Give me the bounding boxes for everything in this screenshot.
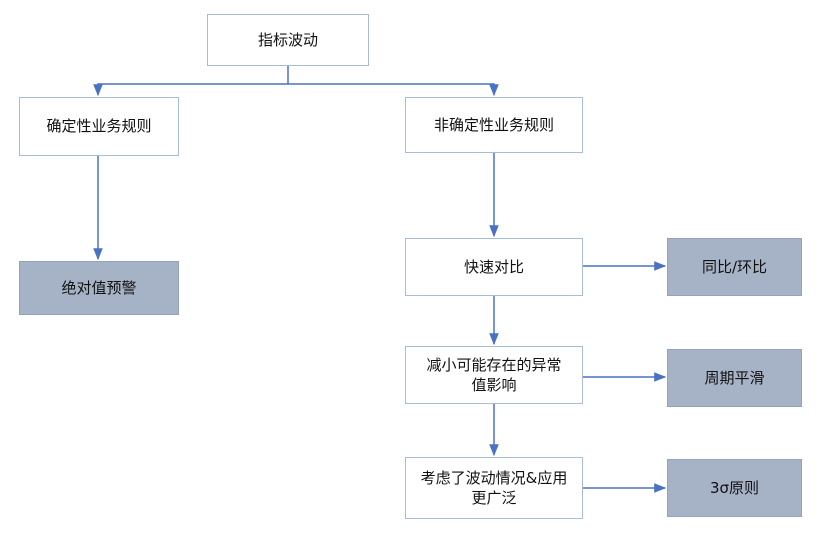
node-non-deterministic[interactable]: 非确定性业务规则	[405, 97, 583, 153]
node-period-smoothing-label: 周期平滑	[704, 368, 765, 387]
node-consider-fluctuation[interactable]: 考虑了波动情况&应用更广泛	[405, 457, 583, 519]
node-root[interactable]: 指标波动	[207, 14, 369, 66]
node-root-label: 指标波动	[257, 30, 318, 49]
node-deterministic[interactable]: 确定性业务规则	[19, 97, 179, 156]
node-reduce-outliers[interactable]: 减小可能存在的异常值影响	[405, 346, 583, 404]
node-deterministic-label: 确定性业务规则	[46, 117, 152, 136]
node-yoy-mom[interactable]: 同比/环比	[667, 238, 802, 296]
node-yoy-mom-label: 同比/环比	[701, 257, 768, 276]
node-absolute-alert-label: 绝对值预警	[61, 278, 137, 297]
node-non-deterministic-label: 非确定性业务规则	[433, 115, 554, 134]
root-to-non-deterministic-connector	[288, 83, 499, 97]
node-absolute-alert[interactable]: 绝对值预警	[19, 261, 179, 315]
node-quick-compare-label: 快速对比	[463, 257, 524, 276]
node-consider-fluctuation-label: 考虑了波动情况&应用更广泛	[420, 468, 568, 507]
node-three-sigma[interactable]: 3σ原则	[667, 459, 802, 517]
node-quick-compare[interactable]: 快速对比	[405, 238, 583, 296]
node-period-smoothing[interactable]: 周期平滑	[667, 349, 802, 407]
root-to-deterministic-connector	[93, 83, 288, 97]
node-reduce-outliers-label: 减小可能存在的异常值影响	[426, 355, 562, 394]
node-three-sigma-label: 3σ原则	[709, 478, 760, 497]
